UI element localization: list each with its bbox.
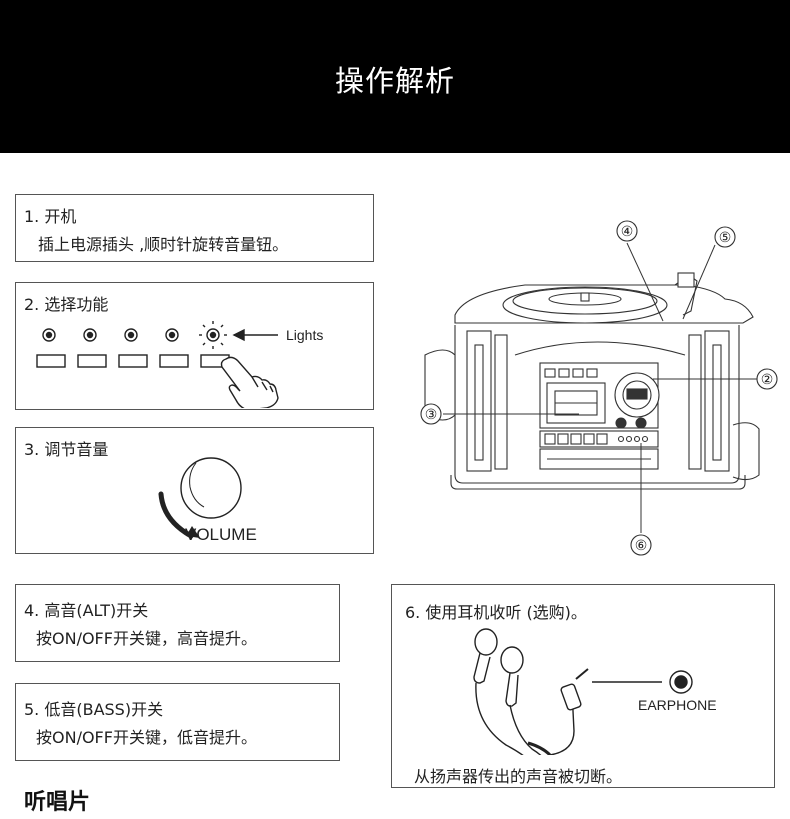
callout-5: ⑤ [719, 229, 732, 245]
step-6-text: 从扬声器传出的声音被切断。 [414, 767, 623, 786]
earphone-label: EARPHONE [638, 697, 717, 713]
step-4-title: 4. 高音(ALT)开关 [24, 601, 149, 620]
step-2-box: 2. 选择功能 Lights [15, 282, 374, 410]
page-title: 操作解析 [334, 64, 455, 98]
function-selector-diagram: Lights [36, 321, 323, 408]
step-3-box: 3. 调节音量 VOLUME [15, 427, 374, 554]
callout-4: ④ [621, 223, 634, 239]
step-1-text: 插上电源插头 ,顺时针旋转音量钮。 [38, 235, 289, 254]
earphone-diagram: EARPHONE [473, 628, 717, 755]
step-3-title: 3. 调节音量 [24, 440, 109, 459]
step-4-box: 4. 高音(ALT)开关 按ON/OFF开关键，高音提升。 [15, 584, 340, 662]
section-heading: 听唱片 [24, 790, 91, 815]
header-banner: 操作解析 [0, 0, 790, 153]
step-5-title: 5. 低音(BASS)开关 [24, 700, 164, 719]
step-5-text: 按ON/OFF开关键，低音提升。 [36, 728, 257, 747]
step-6-box: 6. 使用耳机收听 (选购)。 EARPHONE 从扬声器传出的声音被切断。 [391, 584, 775, 788]
step-6-title: 6. 使用耳机收听 (选购)。 [405, 603, 587, 622]
callout-3: ③ [425, 406, 438, 422]
step-2-title: 2. 选择功能 [24, 295, 109, 314]
callout-6: ⑥ [635, 537, 648, 553]
lights-label: Lights [286, 327, 323, 343]
volume-label: VOLUME [185, 525, 257, 544]
step-1-title: 1. 开机 [24, 207, 77, 226]
volume-knob-diagram: VOLUME [158, 457, 257, 544]
callout-2: ② [761, 371, 774, 387]
record-player-diagram: ④ ⑤ ② ③ ⑥ [420, 220, 778, 556]
step-1-box: 1. 开机 插上电源插头 ,顺时针旋转音量钮。 [15, 194, 374, 262]
step-4-text: 按ON/OFF开关键，高音提升。 [36, 629, 257, 648]
step-5-box: 5. 低音(BASS)开关 按ON/OFF开关键，低音提升。 [15, 683, 340, 761]
